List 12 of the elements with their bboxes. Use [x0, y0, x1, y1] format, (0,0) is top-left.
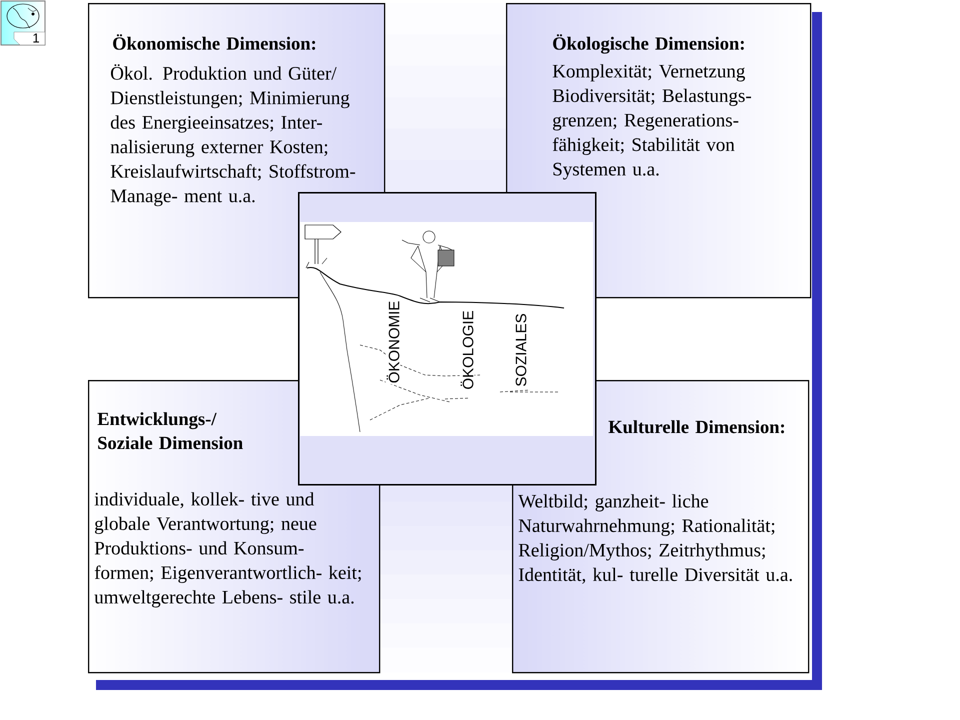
card-heading: Entwicklungs-/ Soziale Dimension [98, 412, 243, 450]
rotated-word: ÖKONOMIE [386, 300, 400, 384]
card-text: Weltbild; ganzheit- liche Naturwahrnehmung; Rationalität; Religion/Mythos; Zeitrhythmus; Identität, kul- turelle Diversität u.a. [518, 494, 792, 584]
card-heading: Ökonomische Dimension: [113, 34, 316, 50]
card-text: individuale, kollek- tive und globale Verantwortung; neue Produktions- und Konsum- formen; Eigenverantwortlich- keit; umweltgerechte Lebens- stile u.a. [94, 492, 361, 608]
rotated-word: SOZIALES [514, 312, 528, 388]
card-text: Ökol. Produktion und Güter/ Dienstleistungen; Minimierung des Energieeinsatzes; Inter- nalisierung externer Kosten; Kreislaufwirtschaft; Stoffstrom-Manage- ment u.a. [110, 64, 356, 206]
slide-number: 1 [33, 34, 39, 42]
card-heading: Kulturelle Dimension: [608, 420, 784, 434]
card-heading: Ökologische Dimension: [553, 34, 744, 54]
rotated-word: ÖKOLOGIE [460, 309, 474, 391]
card-text: Komplexität; Vernetzung Biodiversität; Belastungs- grenzen; Regenerations- fähigkeit; Stabilität von Systemen u.a. [552, 64, 752, 180]
